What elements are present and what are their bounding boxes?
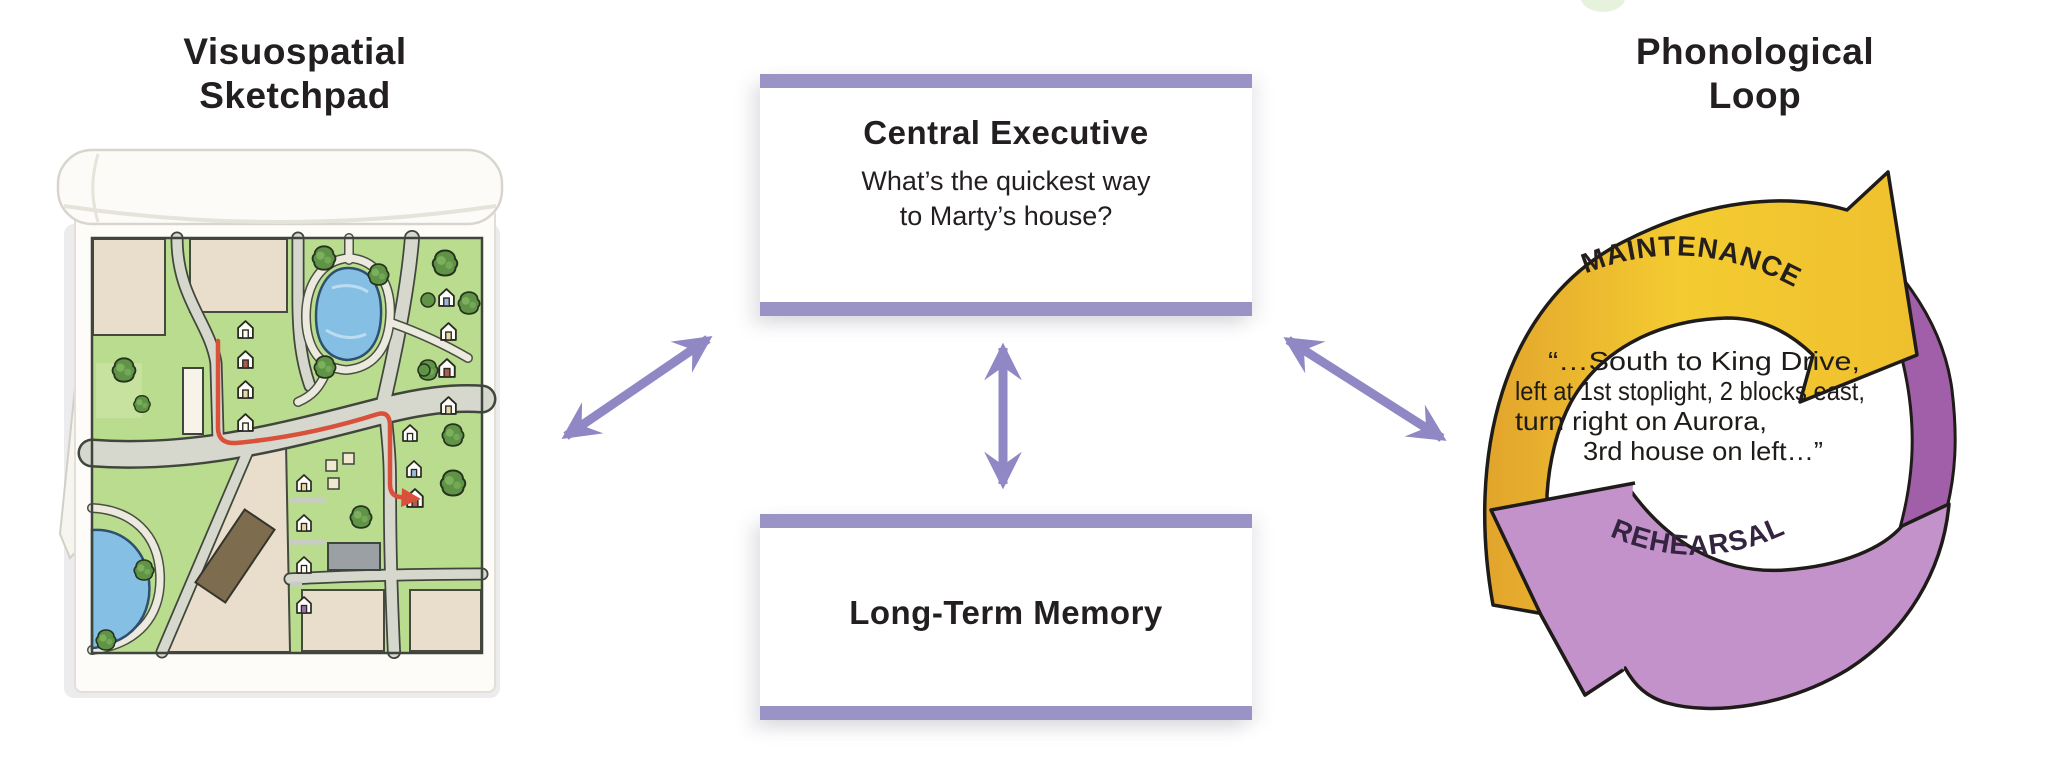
phonological-title-line2: Loop [1708, 74, 1802, 116]
speech-line4: 3rd house on left…” [1583, 436, 1823, 466]
brown-building [194, 508, 276, 604]
arrow-sketchpad-executive [561, 335, 713, 440]
visuospatial-sketchpad-title: Visuospatial Sketchpad [60, 30, 530, 117]
maintenance-arrow [1483, 170, 1919, 620]
map-driveways [290, 497, 326, 587]
sketchpad-illustration [56, 148, 504, 698]
map-buildings [182, 367, 381, 604]
route-arrowhead-icon [401, 488, 421, 507]
central-executive-question-line2: to Marty’s house? [899, 201, 1113, 232]
map-frame [90, 236, 484, 655]
speech-line3: turn right on Aurora, [1515, 406, 1767, 436]
phonological-loop-title: Phonological Loop [1520, 30, 1990, 117]
phonological-title-line1: Phonological [1635, 31, 1875, 72]
decorative-green-dot [1581, 0, 1625, 12]
map-ponds [90, 266, 383, 650]
central-executive-question: What’s the quickest way to Marty’s house… [760, 164, 1252, 234]
phonological-loop-illustration: MAINTENANCE REHEARSAL “…South to King Dr… [1483, 170, 1957, 711]
visuospatial-title-line2: Sketchpad [199, 74, 391, 116]
visuospatial-title-line1: Visuospatial [183, 31, 407, 72]
phonological-speech-text: “…South to King Drive, left at 1st stopl… [1515, 346, 1865, 466]
map [77, 230, 497, 659]
pad-rolled-top [56, 148, 504, 226]
speech-line1: “…South to King Drive, [1548, 346, 1860, 376]
central-executive-title: Central Executive [863, 114, 1149, 151]
map-trees [95, 245, 481, 651]
map-route [215, 338, 421, 507]
long-term-memory-title: Long-Term Memory [849, 594, 1163, 631]
speech-line2: left at 1st stoplight, 2 blocks east, [1515, 376, 1865, 406]
route-line [215, 338, 407, 501]
rehearsal-arrowhead-icon [1489, 481, 1636, 697]
central-executive-question-line1: What’s the quickest way [861, 166, 1151, 196]
gray-building [327, 542, 381, 571]
small-sheds [325, 452, 355, 490]
long-term-memory-box: Long-Term Memory [760, 514, 1252, 720]
white-building [182, 367, 204, 435]
arrow-executive-phonological [1283, 336, 1447, 442]
rehearsal-arrowhead-fill [1491, 484, 1633, 695]
central-executive-box: Central Executive What’s the quickest wa… [760, 74, 1252, 316]
